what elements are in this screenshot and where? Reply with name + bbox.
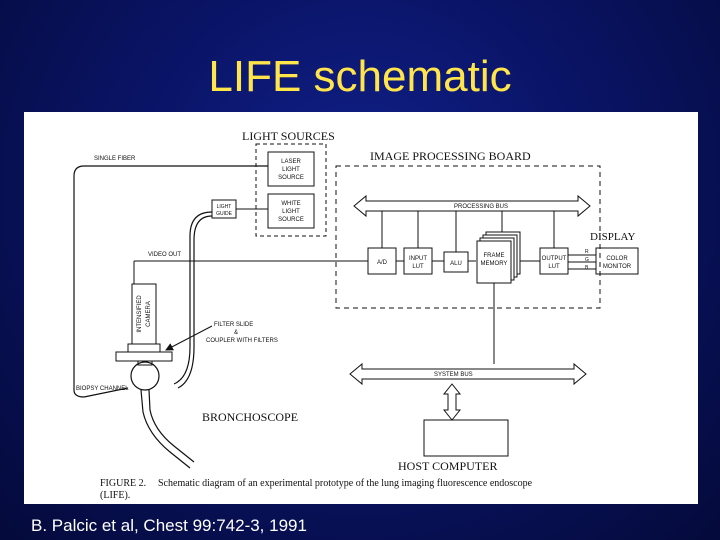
light-sources-label: LIGHT SOURCES xyxy=(242,129,335,143)
image-processing-board-label: IMAGE PROCESSING BOARD xyxy=(370,149,531,163)
rgb-label-r: R xyxy=(585,249,589,255)
white-label-2: LIGHT xyxy=(282,209,300,215)
host-to-bus-arrow xyxy=(442,383,462,421)
laser-label-2: LIGHT xyxy=(282,167,300,173)
laser-label-1: LASER xyxy=(281,159,301,165)
color-monitor-label-1: COLOR xyxy=(606,256,628,262)
biopsy-channel-line xyxy=(83,387,129,398)
alu-label: ALU xyxy=(450,261,462,267)
frame-memory-stack xyxy=(476,231,521,284)
input-lut-label-2: LUT xyxy=(412,264,424,270)
camera-label-2: CAMERA xyxy=(146,301,152,327)
figure-caption-text-2: (LIFE). xyxy=(100,490,130,501)
bronchoscope-eyepiece xyxy=(130,361,160,391)
frame-memory-label-1: FRAME xyxy=(484,253,505,259)
rgb-label-b: B xyxy=(585,265,589,271)
white-label-1: WHITE xyxy=(281,201,300,207)
light-guide-cable xyxy=(173,211,213,385)
light-guide-label-2: GUIDE xyxy=(216,211,233,217)
video-out-label: VIDEO OUT xyxy=(148,252,181,258)
biopsy-channel-label: BIOPSY CHANNEL xyxy=(76,386,129,392)
laser-label-3: SOURCE xyxy=(278,175,304,181)
input-lut-label-1: INPUT xyxy=(409,256,427,262)
filter-slide-pointer xyxy=(165,325,213,351)
figure-caption-text: Schematic diagram of an experimental pro… xyxy=(158,478,533,489)
processing-bus-label: PROCESSING BUS xyxy=(454,204,508,210)
system-bus-arrow xyxy=(349,362,587,386)
color-monitor-box xyxy=(595,247,639,275)
life-schematic-diagram: LIGHT SOURCES LASER LIGHT SOURCE WHITE L… xyxy=(73,129,639,501)
filter-slide-label-1: FILTER SLIDE xyxy=(214,322,253,328)
output-lut-label-1: OUTPUT xyxy=(542,256,567,262)
single-fiber-line xyxy=(73,165,268,398)
filter-slide-label-2: & xyxy=(234,330,238,336)
bronchoscope-neck xyxy=(137,360,153,366)
schematic-panel: LIGHT SOURCES LASER LIGHT SOURCE WHITE L… xyxy=(24,112,698,504)
white-label-3: SOURCE xyxy=(278,217,304,223)
slide-title: LIFE schematic xyxy=(208,52,512,101)
intensified-camera-box xyxy=(131,283,157,345)
filter-slide-label-3: COUPLER WITH FILTERS xyxy=(206,338,278,344)
display-label: DISPLAY xyxy=(590,231,635,243)
light-guide-cable-2 xyxy=(177,215,213,389)
system-bus-label: SYSTEM BUS xyxy=(434,372,473,378)
bronchoscope-shaft xyxy=(140,389,191,469)
laser-light-source-box xyxy=(267,151,315,187)
frame-memory-label-2: MEMORY xyxy=(481,261,508,267)
single-fiber-label: SINGLE FIBER xyxy=(94,156,136,162)
white-light-source-box xyxy=(267,193,315,229)
rgb-label-g: G xyxy=(585,257,589,263)
light-guide-label-1: LIGHT xyxy=(217,204,232,210)
color-monitor-label-2: MONITOR xyxy=(603,264,632,270)
citation: B. Palcic et al, Chest 99:742-3, 1991 xyxy=(31,516,307,535)
filter-coupler xyxy=(127,343,161,353)
host-computer-label: HOST COMPUTER xyxy=(398,459,497,473)
camera-label-1: INTENSIFIED xyxy=(137,295,143,333)
host-computer-box xyxy=(423,419,509,457)
processing-bus-arrow xyxy=(353,194,591,218)
bronchoscope-shaft-2 xyxy=(148,389,195,463)
figure-caption-label: FIGURE 2. xyxy=(100,478,146,489)
ad-label: A/D xyxy=(377,260,388,266)
image-processing-board-box xyxy=(335,165,601,309)
bronchoscope-label: BRONCHOSCOPE xyxy=(202,410,298,424)
light-sources-box xyxy=(255,143,327,237)
output-lut-label-2: LUT xyxy=(548,264,560,270)
filter-slide-plate xyxy=(115,351,173,362)
